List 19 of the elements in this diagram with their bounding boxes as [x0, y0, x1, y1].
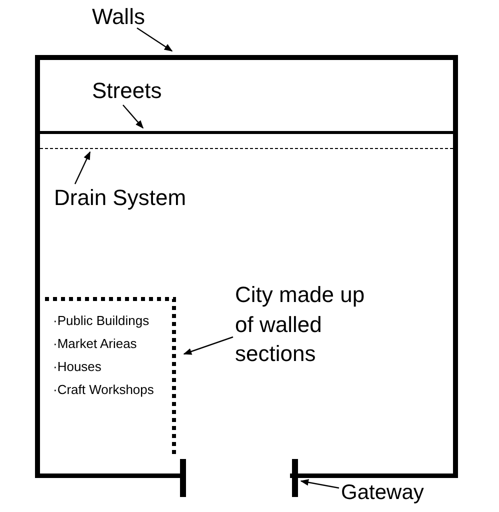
gate-post: [292, 459, 298, 497]
label-text: City made up of walled sections: [235, 280, 367, 370]
label-text: Drain System: [54, 184, 186, 212]
leader-arrow: [122, 104, 144, 129]
label-text: Gateway: [341, 480, 424, 506]
leader-arrow: [136, 28, 173, 52]
list-item: ·Market Arieas: [53, 336, 137, 352]
label-text: Walls: [92, 3, 145, 30]
leader-arrow: [74, 151, 91, 184]
leader-arrow: [183, 336, 234, 355]
leader-arrow: [300, 479, 340, 489]
list-item: ·Craft Workshops: [53, 382, 154, 398]
city-wall: [35, 55, 458, 478]
drain-line: [40, 148, 453, 150]
list-item: ·Houses: [53, 359, 102, 376]
label-text: Streets: [92, 77, 162, 104]
walled-section: [45, 296, 178, 456]
street-line: [40, 131, 453, 134]
list-item: ·Public Buildings: [53, 313, 150, 330]
